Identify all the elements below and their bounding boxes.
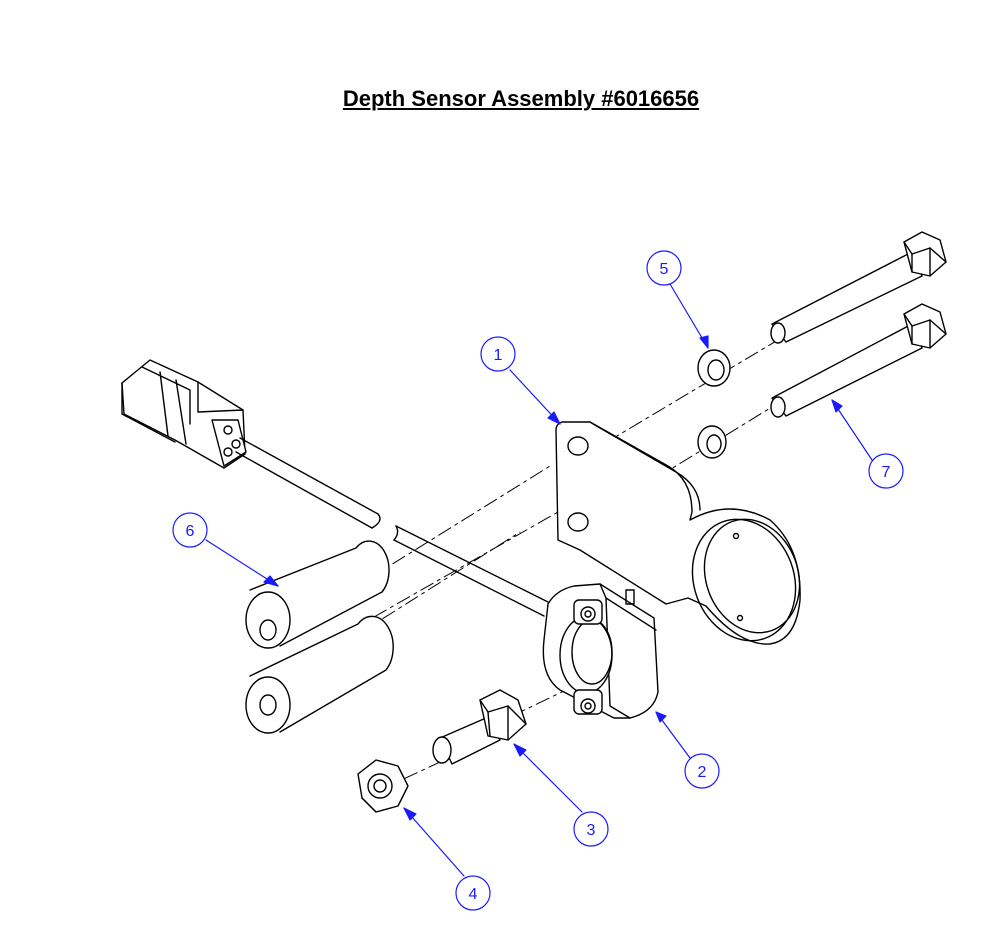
mounting-bracket [555, 421, 801, 645]
spacer-upper [245, 540, 390, 649]
sensor-cable [393, 525, 549, 617]
callout-5: 5 [646, 250, 682, 286]
callout-6: 6 [172, 512, 208, 548]
svg-text:4: 4 [469, 886, 478, 903]
sensor-housing [542, 583, 659, 719]
svg-text:6: 6 [186, 523, 195, 540]
callout-2: 2 [684, 753, 720, 789]
spacer-lower [245, 615, 394, 734]
long-bolt-upper [770, 231, 947, 344]
svg-text:1: 1 [494, 347, 503, 364]
callout-1: 1 [480, 336, 516, 372]
leader-lines [205, 283, 873, 877]
svg-text:5: 5 [660, 261, 669, 278]
callout-4: 4 [455, 875, 491, 911]
callout-7: 7 [868, 453, 904, 489]
diagram-title: Depth Sensor Assembly #6016656 [342, 86, 700, 111]
short-bolt [432, 689, 527, 765]
washer-upper [697, 349, 731, 387]
svg-text:2: 2 [698, 764, 707, 781]
connector-plug [121, 359, 381, 529]
svg-text:3: 3 [587, 822, 596, 839]
long-bolt-lower [770, 303, 947, 418]
hex-nut [357, 759, 409, 813]
callout-3: 3 [573, 811, 609, 847]
svg-text:7: 7 [882, 464, 891, 481]
washer-lower [697, 425, 727, 459]
callout-balloons: 1 2 3 4 5 6 7 [172, 250, 904, 911]
